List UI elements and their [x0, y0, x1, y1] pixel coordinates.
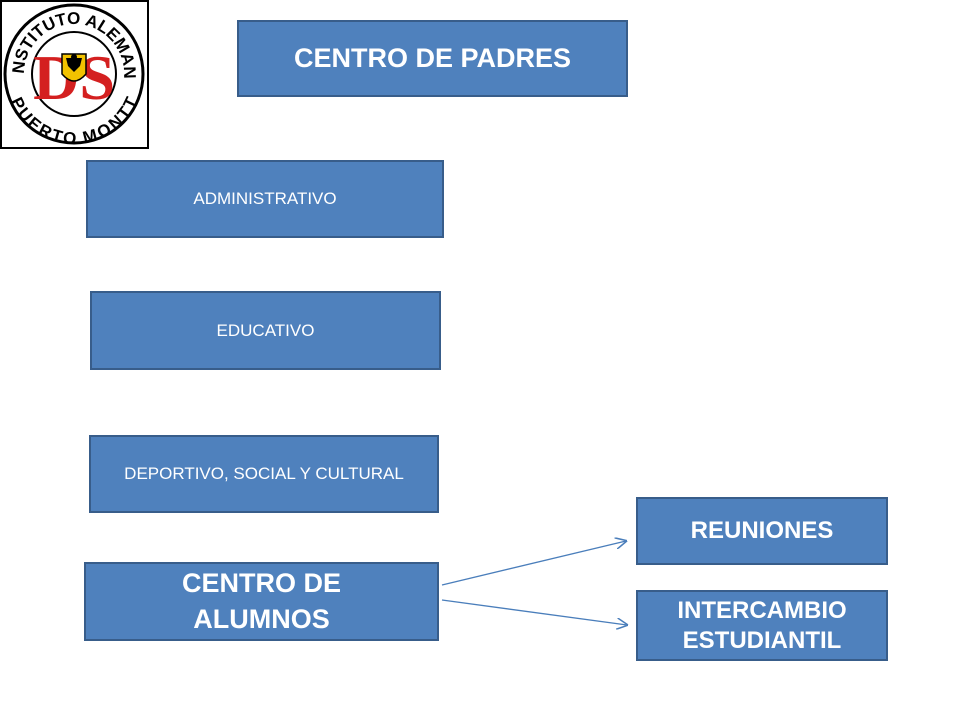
school-logo: INSTITUTO ALEMAN PUERTO MONTT DS [0, 0, 149, 149]
intercambio-line2: ESTUDIANTIL [682, 626, 842, 654]
intercambio-line1: INTERCAMBIO [677, 596, 847, 624]
educativo-box: EDUCATIVO [90, 291, 441, 370]
centro-de-alumnos-box: CENTRO DE ALUMNOS [84, 562, 439, 641]
administrativo-box: ADMINISTRATIVO [86, 160, 444, 238]
centro-de-alumnos-line1: CENTRO DE [181, 568, 341, 599]
arrow-to-reuniones [441, 541, 626, 586]
eagle-icon [61, 53, 87, 82]
administrativo-label: ADMINISTRATIVO [193, 189, 337, 208]
centro-de-alumnos-line2: ALUMNOS [193, 603, 330, 634]
educativo-label: EDUCATIVO [216, 320, 315, 340]
centro-de-padres-box: CENTRO DE PADRES [237, 20, 628, 97]
centro-de-padres-label: CENTRO DE PADRES [293, 42, 572, 73]
school-logo-seal: INSTITUTO ALEMAN PUERTO MONTT DS [0, 0, 145, 148]
arrow-to-intercambio [441, 599, 627, 625]
deportivo-box: DEPORTIVO, SOCIAL Y CULTURAL [89, 435, 439, 513]
deportivo-label: DEPORTIVO, SOCIAL Y CULTURAL [124, 464, 404, 483]
reuniones-box: REUNIONES [636, 497, 888, 565]
reuniones-label: REUNIONES [690, 517, 834, 544]
intercambio-box: INTERCAMBIO ESTUDIANTIL [636, 590, 888, 661]
